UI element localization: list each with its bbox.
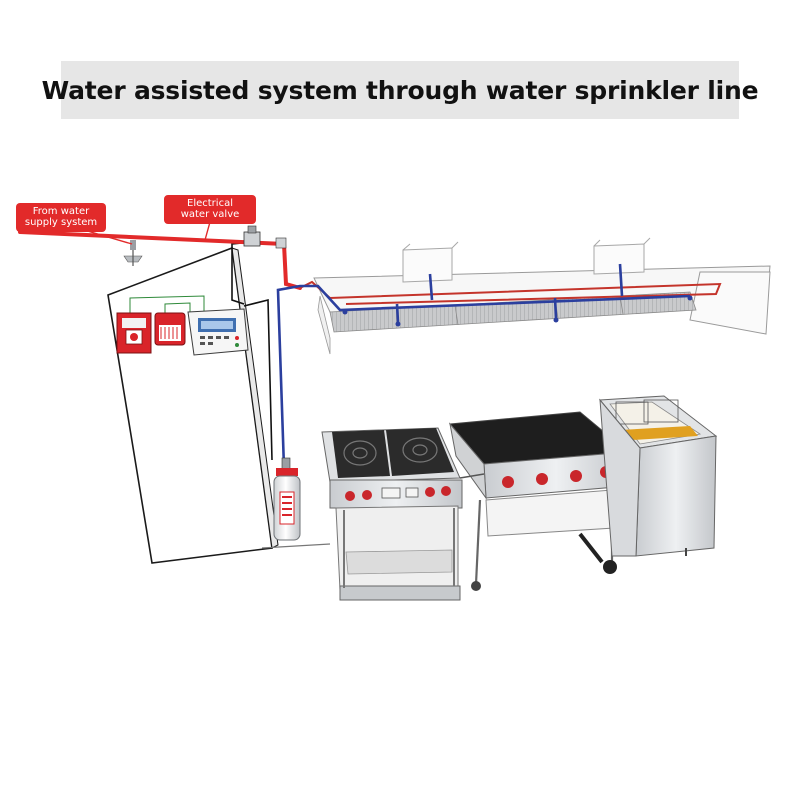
control-panel-icon[interactable] xyxy=(187,308,249,356)
water-supply-callout-line1: From water xyxy=(32,206,90,217)
hood-exhaust-collar-right xyxy=(593,237,651,275)
utility-wall-panel xyxy=(107,246,279,564)
valve-callout-line2: water valve xyxy=(180,209,240,220)
callout-pointers xyxy=(83,221,211,245)
release-station-icon[interactable] xyxy=(154,312,186,346)
valve-callout-line1: Electrical xyxy=(187,198,233,209)
title-bar: Water assisted system through water spri… xyxy=(42,61,759,119)
gas-connection xyxy=(459,473,485,479)
deep-fryer xyxy=(598,395,718,557)
agent-cylinder-icon[interactable] xyxy=(261,457,331,549)
hood-exhaust-collar-left xyxy=(402,241,459,283)
water-supply-callout-line2: supply system xyxy=(24,217,98,228)
nozzle-icon xyxy=(342,295,693,327)
hood-water-manifold xyxy=(299,280,722,305)
agent-distribution-pipe xyxy=(276,263,691,469)
page-title: Water assisted system through water spri… xyxy=(41,75,759,105)
griddle xyxy=(448,411,630,591)
sprinkler-head-icon xyxy=(123,240,143,266)
gas-range xyxy=(321,427,463,601)
detection-wiring xyxy=(129,295,205,316)
electrical-water-valve-icon[interactable] xyxy=(243,225,287,249)
valve-callout: Electrical water valve xyxy=(164,195,256,224)
manual-pull-station-icon[interactable] xyxy=(116,312,152,354)
water-supply-callout: From water supply system xyxy=(16,203,106,232)
exhaust-hood xyxy=(313,265,771,355)
